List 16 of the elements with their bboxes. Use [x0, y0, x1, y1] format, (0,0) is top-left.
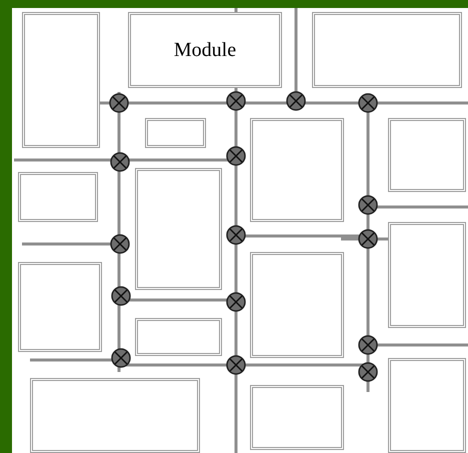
- module-box: [388, 358, 466, 453]
- module-box: [135, 168, 222, 290]
- module-box: [22, 12, 100, 148]
- module-box: [388, 118, 466, 192]
- module-box: [128, 12, 282, 88]
- module-box: [135, 318, 222, 356]
- module-box: [312, 12, 462, 88]
- module-box: [250, 118, 344, 222]
- module-box: [250, 252, 344, 358]
- module-box: [30, 378, 200, 453]
- module-box: [388, 222, 466, 328]
- module-box: [250, 385, 344, 450]
- module-label: Module: [174, 39, 236, 62]
- module-box: [145, 118, 206, 148]
- module-box: [18, 262, 102, 352]
- module-box: [18, 172, 98, 222]
